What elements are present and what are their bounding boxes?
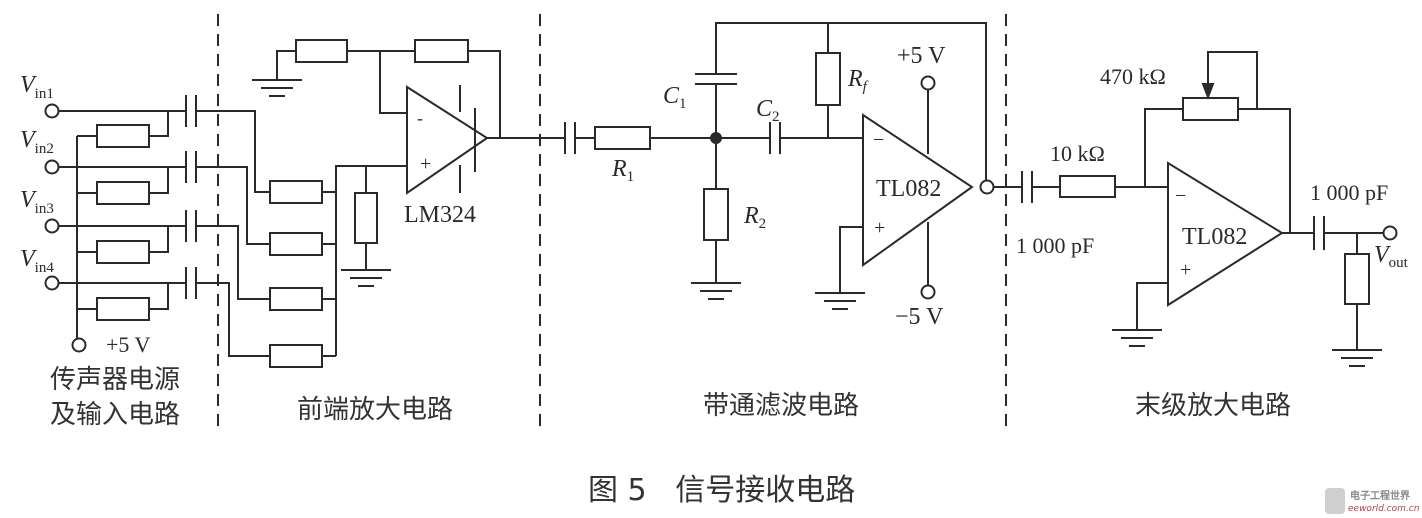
vout-terminal — [1382, 225, 1398, 241]
feedback-wire — [715, 22, 987, 180]
bias-resistor-3 — [96, 240, 150, 264]
tl082-final-label: TL082 — [1182, 224, 1247, 250]
c2-label: C2 — [756, 96, 780, 125]
load-resistor — [1344, 253, 1370, 305]
tl082-bandpass-minus: − — [873, 129, 884, 151]
lm324-label: LM324 — [404, 202, 476, 228]
summing-resistor-1 — [269, 180, 323, 204]
input-shunt-resistor — [354, 192, 378, 244]
vin1-label: Vin1 — [20, 72, 54, 102]
bias-resistor-2 — [96, 181, 150, 205]
watermark-logo: 电子工程世界 eeworld.com.cn — [1325, 488, 1420, 514]
r-in-label: 10 kΩ — [1050, 141, 1105, 166]
wire — [149, 283, 169, 310]
r2-label: R2 — [743, 203, 766, 232]
potentiometer-wiper-arrow-icon — [1201, 83, 1215, 100]
feedback-resistor — [414, 39, 469, 63]
rf-label: Rf — [847, 66, 869, 95]
wire — [1238, 108, 1291, 233]
r1-resistor — [594, 126, 651, 150]
wire — [149, 167, 169, 194]
wire — [1207, 51, 1258, 109]
final-input-resistor — [1059, 175, 1116, 198]
wire — [379, 51, 407, 114]
summing-bus — [335, 165, 407, 356]
wire — [149, 111, 169, 137]
watermark-logo-icon — [1325, 488, 1345, 514]
vin3-label: Vin3 — [20, 187, 54, 217]
wire — [1136, 282, 1168, 330]
r2-resistor — [703, 188, 729, 241]
tl082-final-minus: − — [1175, 185, 1186, 207]
vpos-terminal — [920, 75, 936, 91]
vpos-label: +5 V — [897, 43, 946, 69]
lm324-plus: + — [420, 153, 431, 175]
wire — [468, 50, 501, 138]
gain-resistor — [295, 39, 348, 63]
preamp-section-title: 前端放大电路 — [297, 395, 453, 425]
input-labels: Vin1 Vin2 Vin3 Vin4 +5 V 传声器电源 及输入电路 — [20, 72, 180, 430]
lm324-minus: - — [417, 108, 423, 128]
feedback-potentiometer — [1182, 97, 1239, 121]
wire — [276, 50, 296, 80]
supply-terminal — [71, 337, 87, 353]
summing-resistor-3 — [269, 287, 323, 311]
vneg-terminal — [920, 284, 936, 300]
vneg-label: −5 V — [895, 304, 944, 330]
bias-resistor-4 — [96, 297, 150, 321]
input-terminal-4 — [44, 275, 60, 291]
c-in-label: 1 000 pF — [1016, 233, 1094, 258]
tl082-bandpass-opamp — [862, 113, 974, 267]
vout-label: Vout — [1374, 242, 1409, 271]
vin2-label: Vin2 — [20, 127, 54, 157]
bias-resistor-1 — [96, 124, 150, 148]
input-section-title-1: 传声器电源 — [50, 365, 180, 395]
c-out-label: 1 000 pF — [1310, 180, 1388, 205]
input-terminal-2 — [44, 159, 60, 175]
wire — [1144, 108, 1183, 187]
wire — [196, 225, 270, 300]
wire — [839, 226, 863, 293]
vin4-label: Vin4 — [20, 246, 54, 276]
wire — [196, 166, 270, 245]
tl082-final-plus: + — [1180, 259, 1191, 281]
pot-label: 470 kΩ — [1100, 64, 1166, 89]
final-section-title: 末级放大电路 — [1135, 391, 1291, 421]
bandpass-section-title: 带通滤波电路 — [703, 391, 859, 421]
summing-resistor-4 — [269, 344, 323, 368]
r1-label: R1 — [611, 156, 634, 185]
input-section-title-2: 及输入电路 — [50, 400, 180, 430]
tl082-final-opamp — [1167, 161, 1284, 307]
input-terminal-3 — [44, 218, 60, 234]
input-terminal-1 — [44, 103, 60, 119]
watermark-text-url: eeworld.com.cn — [1348, 504, 1420, 514]
wire — [149, 226, 169, 253]
supply-5v-label: +5 V — [106, 332, 151, 357]
tl082-bandpass-plus: + — [874, 217, 885, 239]
watermark-text-cn: 电子工程世界 — [1350, 489, 1410, 502]
wire — [196, 282, 270, 357]
lm324-opamp — [406, 85, 489, 195]
figure-caption: 图 5 信号接收电路 — [588, 473, 855, 508]
summing-resistor-2 — [269, 232, 323, 256]
bandpass-output-terminal — [979, 179, 995, 195]
tl082-bandpass-label: TL082 — [876, 176, 941, 202]
c1-label: C1 — [663, 83, 687, 112]
rf-resistor — [815, 52, 841, 106]
wire — [196, 110, 270, 193]
